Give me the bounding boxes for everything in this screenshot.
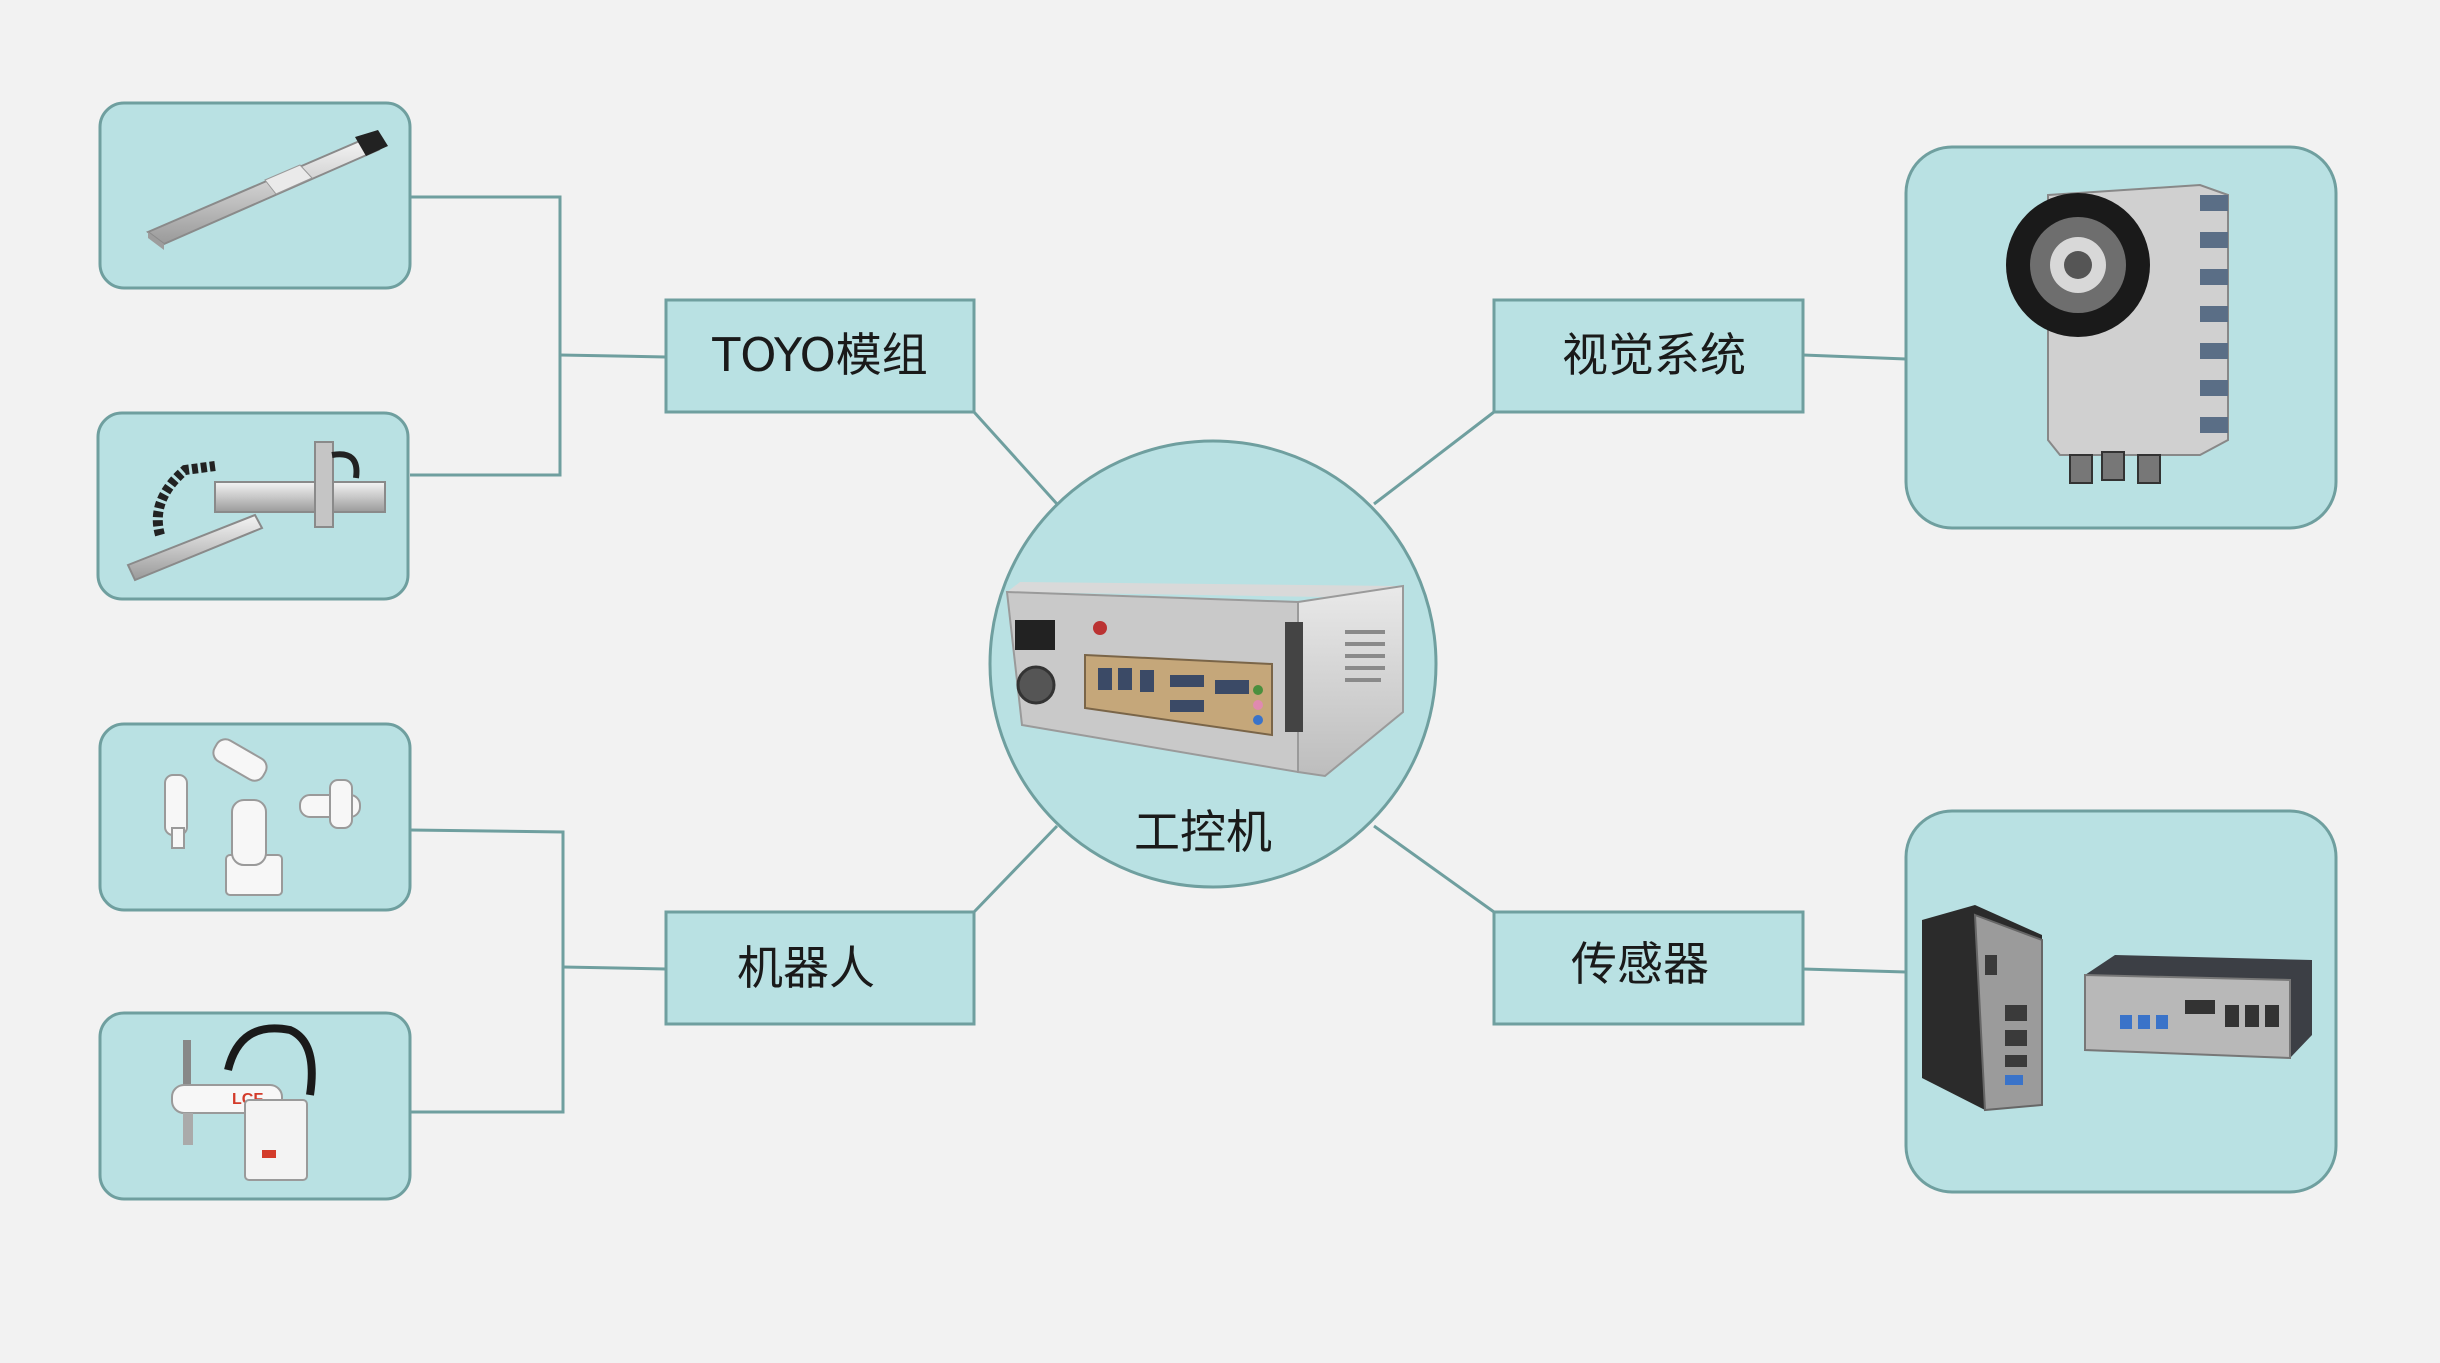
connector-robot-center — [972, 824, 1059, 914]
image-box-embedded-box-pc — [1904, 809, 2338, 1194]
scara-robot-icon: LCF — [171, 1024, 316, 1181]
gantry-module-icon — [126, 441, 386, 582]
center-node: 工控机 — [988, 439, 1438, 889]
label-toyo: TOYO模组 — [711, 328, 928, 382]
connector-sensor-center — [1373, 824, 1495, 914]
connector-robot-left — [409, 828, 565, 1114]
linear-module-icon — [146, 130, 388, 250]
connector-vision-image — [1802, 353, 1907, 361]
label-box-toyo: TOYO模组 — [664, 298, 976, 414]
image-box-gantry-module — [96, 411, 410, 601]
center-label: 工控机 — [1134, 805, 1272, 859]
connector-lines — [409, 195, 1907, 1114]
label-box-vision: 视觉系统 — [1492, 298, 1805, 414]
connector-toyo-center — [972, 410, 1059, 506]
label-box-robot: 机器人 — [664, 910, 976, 1026]
connector-toyo-left — [410, 195, 562, 477]
connector-sensor-image — [1802, 967, 1907, 974]
industrial-pc-icon — [1005, 582, 1404, 778]
connector-robot-join — [562, 965, 667, 971]
image-box-scara-robot: LCF — [98, 1011, 412, 1201]
six-axis-robot-icon — [164, 738, 361, 896]
connector-toyo-join — [559, 353, 667, 359]
connector-vision-center — [1373, 410, 1495, 506]
image-box-six-axis-robot — [98, 722, 412, 912]
image-box-linear-module — [98, 101, 412, 290]
image-box-smart-camera — [1904, 145, 2338, 530]
label-box-sensor: 传感器 — [1492, 910, 1805, 1026]
label-vision: 视觉系统 — [1562, 328, 1746, 382]
label-sensor: 传感器 — [1571, 937, 1709, 991]
smart-camera-icon — [2006, 183, 2229, 484]
embedded-box-pc-icon — [1922, 905, 2312, 1112]
label-robot: 机器人 — [737, 941, 875, 995]
